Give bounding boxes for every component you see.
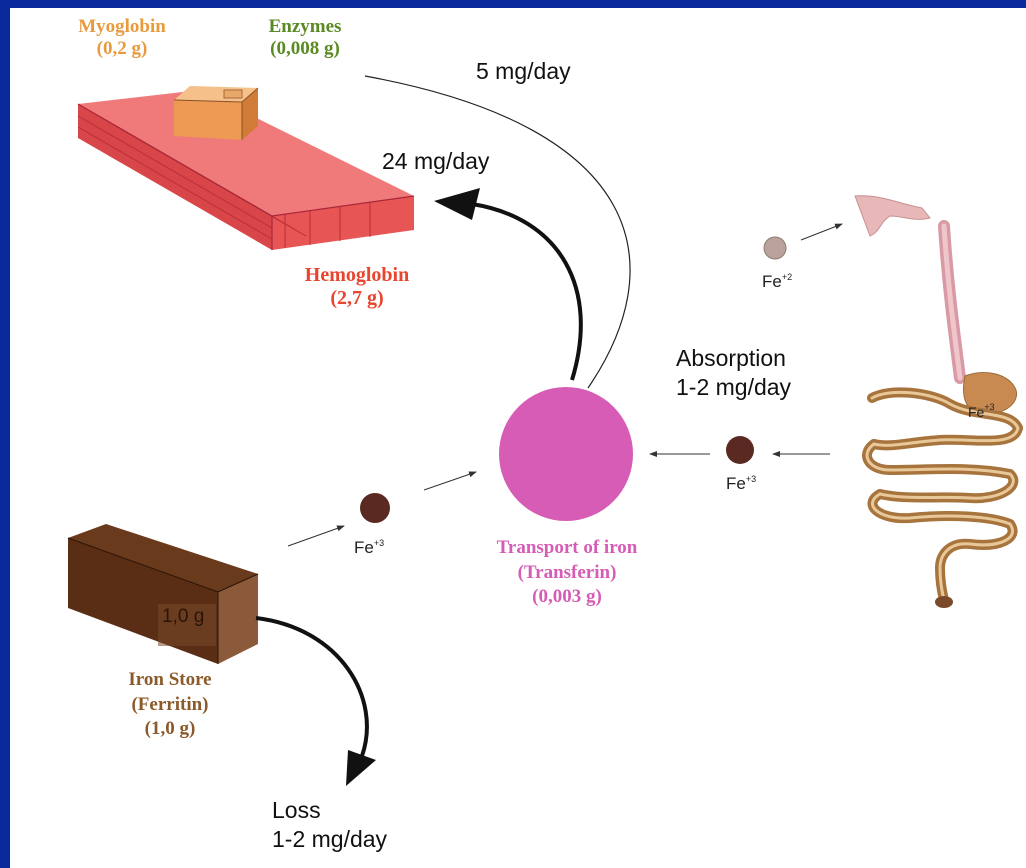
transferrin-circle (499, 387, 633, 521)
arrow-to-store-dot (288, 526, 344, 546)
fe2-base: Fe (762, 272, 782, 291)
loss-arrow (256, 618, 376, 786)
myoglobin-name: Myoglobin (52, 16, 192, 38)
myoglobin-amount: (0,2 g) (52, 38, 192, 60)
fe3-store-base: Fe (354, 538, 374, 557)
arc-to-enzymes (365, 76, 630, 388)
transport-amount: (0,003 g) (462, 585, 672, 610)
rate-to-hemoglobin-label: 24 mg/day (382, 148, 489, 174)
loss-label: Loss 1-2 mg/day (272, 796, 387, 854)
fe3-absorbed-dot (726, 436, 754, 464)
enzymes-amount: (0,008 g) (240, 38, 370, 60)
store-box-amount: 1,0 g (162, 606, 204, 628)
hemoglobin-label: Hemoglobin (2,7 g) (282, 264, 432, 310)
store-amount: (1,0 g) (100, 717, 240, 742)
fe3-store-charge: +3 (374, 538, 384, 548)
fe3-absorbed-label: Fe+3 (726, 474, 756, 494)
transport-name: Transport of iron (462, 536, 672, 561)
fe2-label: Fe+2 (762, 272, 792, 292)
fe2-charge: +2 (782, 272, 792, 282)
fe3-gut-charge: +3 (984, 402, 994, 412)
store-protein: (Ferritin) (100, 693, 240, 718)
hemoglobin-name: Hemoglobin (282, 264, 432, 287)
store-name: Iron Store (100, 668, 240, 693)
iron-cycle-diagram: Myoglobin (0,2 g) Enzymes (0,008 g) 5 mg… (10, 8, 1026, 868)
fe3-absorbed-base: Fe (726, 474, 746, 493)
arc-to-hemoglobin (434, 188, 581, 380)
transport-protein: (Transferin) (462, 561, 672, 586)
absorption-label: Absorption 1-2 mg/day (676, 344, 791, 402)
fe3-store-label: Fe+3 (354, 538, 384, 558)
transport-label: Transport of iron (Transferin) (0,003 g) (462, 536, 672, 610)
enzymes-name: Enzymes (240, 16, 370, 38)
fe3-store-dot (360, 493, 390, 523)
ferritin-box (68, 524, 258, 664)
arrow-fe2-to-esophagus (801, 224, 842, 240)
absorption-rate: 1-2 mg/day (676, 373, 791, 402)
hemoglobin-amount: (2,7 g) (282, 287, 432, 310)
myoglobin-cube (174, 86, 258, 140)
enzymes-label: Enzymes (0,008 g) (240, 16, 370, 60)
absorption-title: Absorption (676, 344, 791, 373)
rate-to-tissues-label: 5 mg/day (476, 58, 571, 84)
store-label: Iron Store (Ferritin) (1,0 g) (100, 668, 240, 742)
arrow-store-dot-to-transferrin (424, 472, 476, 490)
loss-rate: 1-2 mg/day (272, 825, 387, 854)
loss-title: Loss (272, 796, 387, 825)
fe2-dot (764, 237, 786, 259)
myoglobin-label: Myoglobin (0,2 g) (52, 16, 192, 60)
fe3-gut-base: Fe (968, 404, 984, 420)
fe3-gut-label: Fe+3 (968, 402, 995, 420)
fe3-absorbed-charge: +3 (746, 474, 756, 484)
